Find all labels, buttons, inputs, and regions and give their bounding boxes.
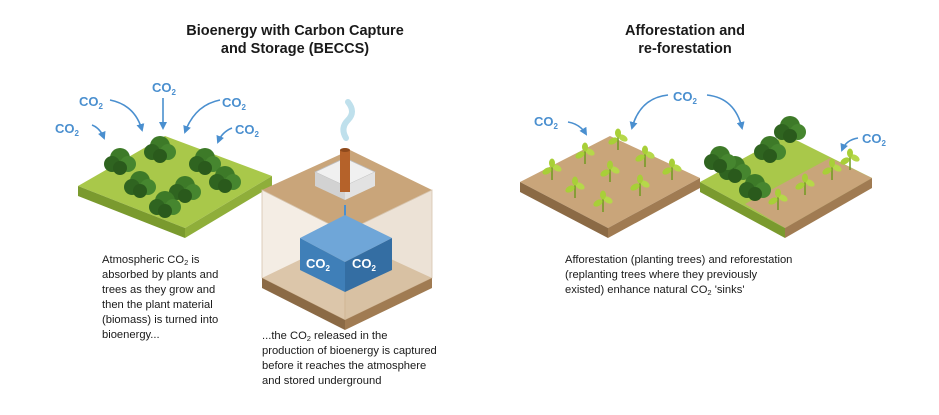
afforestation-description: Afforestation (planting trees) and refor… [565, 254, 793, 297]
afforestation-tile [520, 127, 700, 238]
beccs-title-line1: Bioenergy with Carbon Capture [186, 23, 404, 39]
forest-co2-labels: CO2 CO2 CO2 CO2 CO2 [55, 80, 260, 139]
beccs-title-line2: and Storage (BECCS) [220, 41, 370, 57]
afforestation-title: Afforestation and re-forestation [600, 22, 770, 58]
co2-label: CO2 [55, 121, 80, 138]
co2-stored-label: CO2 [306, 256, 331, 273]
afforestation-title-line1: Afforestation and [624, 23, 746, 39]
afforestation-co2-labels: CO2 CO2 CO2 [534, 89, 887, 148]
beccs-title: Bioenergy with Carbon Capture and Storag… [175, 22, 415, 58]
forest-tile [78, 136, 272, 238]
co2-label: CO2 [534, 114, 559, 131]
forest-co2-arrows [91, 98, 233, 144]
reforestation-tile [700, 116, 872, 238]
co2-label: CO2 [673, 89, 698, 106]
co2-label: CO2 [235, 122, 260, 139]
co2-stored-label: CO2 [352, 256, 377, 273]
beccs-absorption-description: Atmospheric CO2 is absorbed by plants an… [102, 254, 219, 341]
co2-label: CO2 [222, 95, 247, 112]
afforestation-title-line2: re-forestation [638, 41, 732, 57]
co2-label: CO2 [152, 80, 177, 97]
storage-block: CO2 CO2 [261, 99, 433, 330]
beccs-storage-description: ...the CO2 released in the production of… [262, 330, 437, 387]
co2-label: CO2 [79, 94, 104, 111]
afforestation-co2-arrows [567, 94, 859, 152]
co2-label: CO2 [862, 131, 887, 148]
